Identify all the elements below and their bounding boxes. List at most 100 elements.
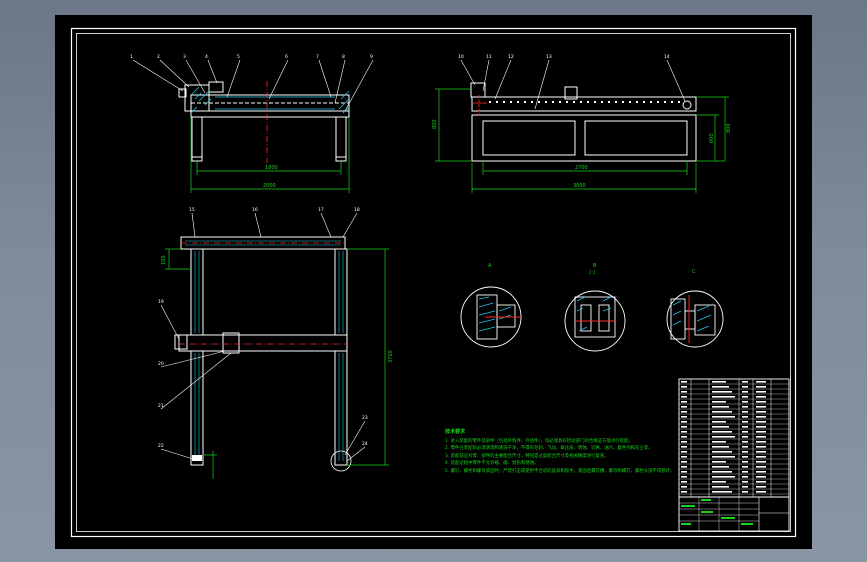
parts-cell-mark bbox=[712, 426, 729, 428]
rail-tooth bbox=[643, 101, 645, 103]
parts-cell-mark bbox=[681, 461, 687, 463]
balloon-label: 22 bbox=[158, 443, 164, 449]
parts-list bbox=[678, 378, 790, 498]
side-frame-outer bbox=[471, 114, 697, 162]
leader-line bbox=[254, 212, 262, 238]
top-carriage bbox=[222, 332, 240, 354]
top-view bbox=[174, 236, 348, 466]
leader-line bbox=[160, 448, 194, 460]
parts-cell-mark bbox=[756, 426, 766, 428]
top-dim-small: 100 bbox=[161, 255, 167, 265]
parts-cell-mark bbox=[756, 396, 766, 398]
leader-line bbox=[346, 446, 366, 462]
note-line: 5. 螺钉、螺栓和螺母紧固时，严禁打击或使用不合适的旋具和扳手。紧固后螺钉槽、螺… bbox=[445, 468, 675, 474]
parts-cell-mark bbox=[742, 416, 748, 418]
parts-cell-mark bbox=[712, 386, 729, 388]
rail-tooth bbox=[489, 101, 491, 103]
parts-cell-mark bbox=[742, 491, 748, 493]
leader-line bbox=[460, 59, 476, 86]
parts-cell-mark bbox=[712, 401, 726, 403]
balloon-label: 1 bbox=[130, 54, 133, 60]
detail-c bbox=[666, 290, 724, 348]
rail-tooth bbox=[545, 101, 547, 103]
balloon-label: 17 bbox=[318, 207, 324, 213]
balloon-label: 5 bbox=[237, 54, 240, 60]
rail-tooth bbox=[573, 101, 575, 103]
leader-line bbox=[160, 352, 232, 410]
side-bracket bbox=[470, 82, 486, 98]
parts-cell-mark bbox=[756, 381, 766, 383]
front-dim-overall: 2000 bbox=[263, 183, 276, 189]
parts-cell-mark bbox=[756, 441, 766, 443]
parts-cell-mark bbox=[681, 406, 687, 408]
top-inner-lines bbox=[185, 240, 344, 461]
leader-line bbox=[160, 350, 226, 368]
parts-cell-mark bbox=[742, 486, 748, 488]
parts-cell-mark bbox=[712, 416, 735, 418]
front-left-leg bbox=[191, 116, 203, 162]
parts-cell-mark bbox=[756, 476, 766, 478]
technical-requirements: 技术要求 1. 进入装配的零件及部件（包括外购件、外协件），均必须具有检验部门的… bbox=[445, 429, 675, 476]
side-dim-overall: 3000 bbox=[573, 183, 586, 189]
rail-tooth bbox=[622, 101, 624, 103]
parts-cell-mark bbox=[681, 381, 687, 383]
inner-frame bbox=[76, 33, 791, 532]
top-foot-right-detail bbox=[330, 450, 352, 472]
parts-cell-mark bbox=[756, 446, 766, 448]
parts-cell-mark bbox=[742, 436, 748, 438]
parts-cell-mark bbox=[712, 491, 732, 493]
leader-line bbox=[482, 59, 490, 92]
parts-cell-mark bbox=[712, 421, 726, 423]
balloon-label: 12 bbox=[508, 54, 514, 60]
balloon-label: 18 bbox=[354, 207, 360, 213]
front-slider bbox=[208, 81, 224, 93]
parts-cell-mark bbox=[742, 391, 748, 393]
balloon-label: 16 bbox=[252, 207, 258, 213]
detail-a-label: A bbox=[488, 263, 492, 269]
parts-cell-mark bbox=[742, 406, 748, 408]
rail-tooth bbox=[496, 101, 498, 103]
parts-cell-mark bbox=[712, 481, 726, 483]
parts-cell-mark bbox=[756, 436, 766, 438]
side-dim-right-inner: 600 bbox=[709, 133, 715, 143]
side-dim-left: 800 bbox=[432, 119, 438, 129]
top-right-rail bbox=[334, 248, 348, 336]
rail-tooth bbox=[552, 101, 554, 103]
parts-cell-mark bbox=[756, 491, 766, 493]
parts-cell-mark bbox=[681, 476, 687, 478]
parts-cell-mark bbox=[712, 466, 729, 468]
top-foot-left bbox=[192, 455, 202, 461]
parts-cell-mark bbox=[756, 421, 766, 423]
parts-cell-mark bbox=[681, 411, 687, 413]
leader-line bbox=[320, 212, 332, 238]
side-dim-right-outer: 800 bbox=[726, 123, 732, 133]
parts-cell-mark bbox=[742, 451, 748, 453]
leader-line bbox=[132, 59, 184, 92]
rail-tooth bbox=[615, 101, 617, 103]
rail-tooth bbox=[587, 101, 589, 103]
leader-line bbox=[342, 212, 358, 238]
parts-cell-mark bbox=[712, 391, 732, 393]
balloon-label: 9 bbox=[370, 54, 373, 60]
note-line: 2. 零件在装配前必须清理和清洗干净，不得有毛刺、飞边、氧化皮、锈蚀、切屑、油污… bbox=[445, 446, 653, 452]
parts-cell-mark bbox=[681, 466, 687, 468]
parts-cell-mark bbox=[712, 441, 726, 443]
note-line: 1. 进入装配的零件及部件（包括外购件、外协件），均必须具有检验部门的合格证方能… bbox=[445, 438, 633, 444]
parts-cell-mark bbox=[756, 411, 766, 413]
side-dimensions bbox=[435, 88, 729, 193]
side-panel-right bbox=[584, 120, 688, 156]
balloon-label: 10 bbox=[458, 54, 464, 60]
parts-cell-mark bbox=[712, 431, 732, 433]
leader-line bbox=[334, 59, 346, 104]
parts-cell-mark bbox=[742, 431, 748, 433]
parts-cell-mark bbox=[742, 461, 748, 463]
parts-cell-mark bbox=[742, 471, 748, 473]
parts-cell-mark bbox=[756, 401, 766, 403]
side-panel-left bbox=[482, 120, 576, 156]
balloon-label: 7 bbox=[316, 54, 319, 60]
parts-cell-mark bbox=[756, 416, 766, 418]
parts-cell-mark bbox=[681, 416, 687, 418]
detail-a bbox=[460, 286, 522, 348]
